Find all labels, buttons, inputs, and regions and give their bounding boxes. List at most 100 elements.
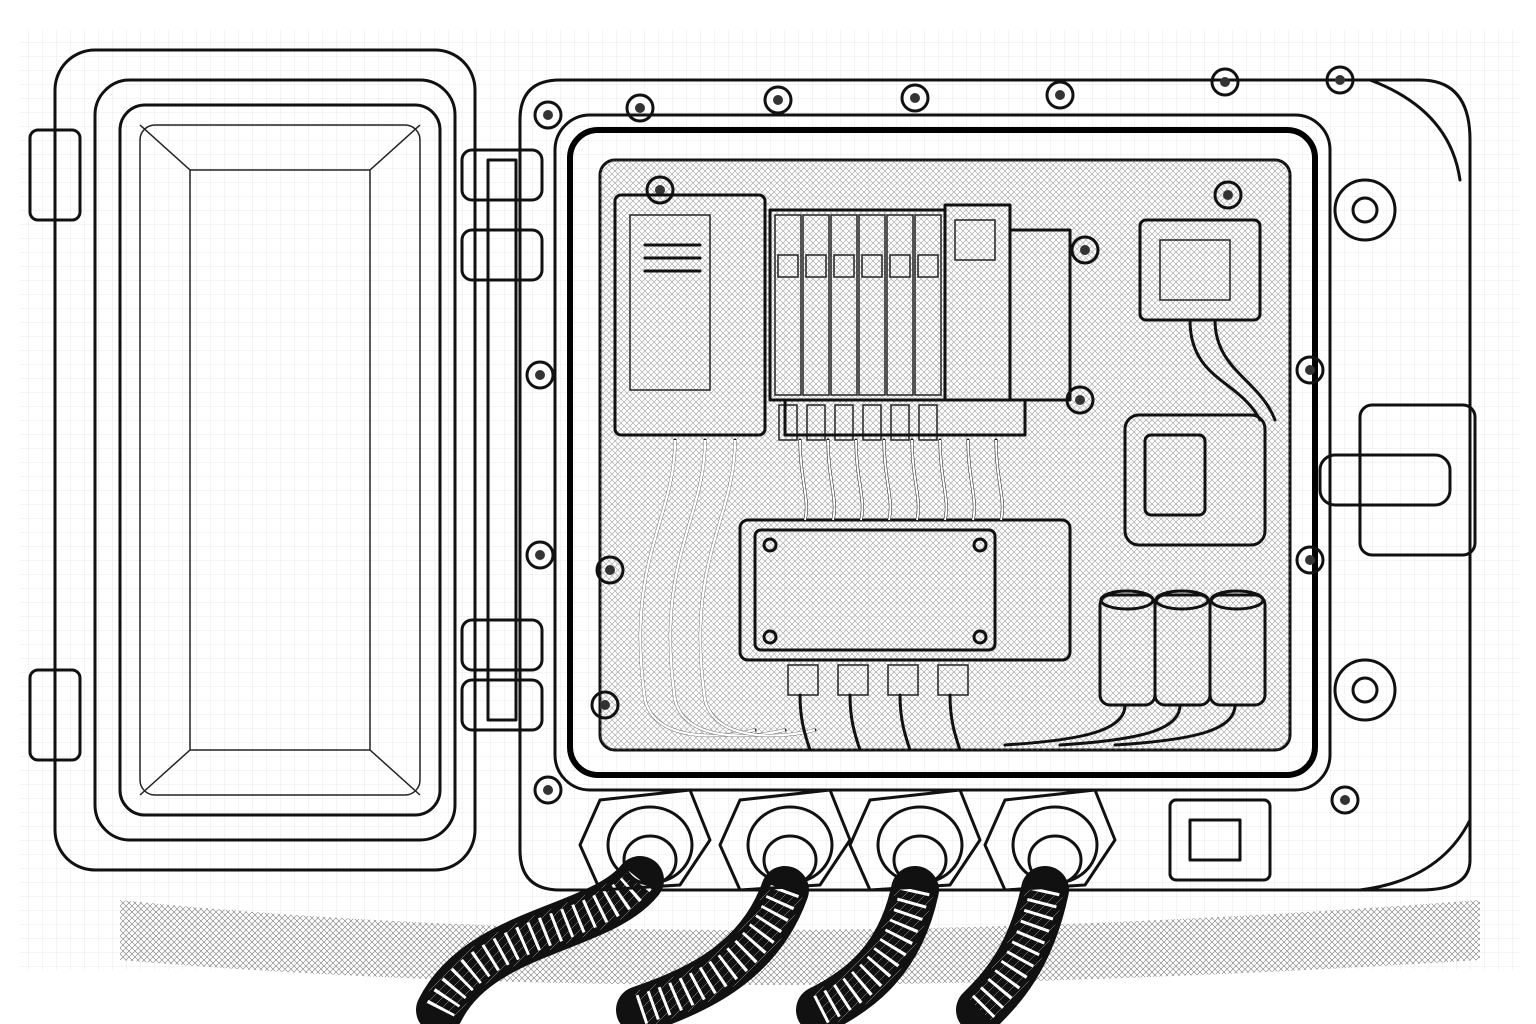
bolt-icon xyxy=(625,93,655,123)
io-module xyxy=(886,214,914,396)
bolt-icon xyxy=(1045,80,1075,110)
gland-opening-icon xyxy=(622,834,678,886)
cable-ribs xyxy=(635,884,800,1024)
bolt-center-icon xyxy=(535,550,545,560)
bolt-icon xyxy=(1213,180,1243,210)
cable-ribs xyxy=(426,869,652,1018)
bolt-center-icon xyxy=(1335,75,1345,85)
bolt-icon xyxy=(595,555,625,585)
terminal-icon xyxy=(834,404,854,441)
bolt-center-icon xyxy=(773,95,783,105)
module-vent-icon xyxy=(833,254,855,278)
external-cable-fill xyxy=(811,885,934,1024)
switch-unit xyxy=(1123,413,1267,547)
mounting-brackets xyxy=(1318,178,1477,722)
bolt-icon xyxy=(525,540,555,570)
io-module xyxy=(774,214,802,396)
bolt-center-icon xyxy=(600,700,610,710)
junction-box xyxy=(738,518,1072,662)
capacitor-group xyxy=(1098,589,1267,707)
terminal-icon xyxy=(862,404,882,441)
wire xyxy=(898,693,912,752)
bolt-center-icon xyxy=(635,103,645,113)
terminal-icon xyxy=(918,404,938,441)
relay-upper-right xyxy=(1138,218,1262,322)
wire xyxy=(1213,318,1277,422)
bolt-center-icon xyxy=(535,370,545,380)
wire-highlight xyxy=(855,439,864,521)
terminal-icon xyxy=(778,404,798,441)
terminal-icon xyxy=(806,404,826,441)
terminal-icon xyxy=(887,664,919,696)
wire xyxy=(1188,318,1262,422)
capacitor-icon xyxy=(1208,593,1267,707)
bolt-center-icon xyxy=(1055,90,1065,100)
hinge-top-icon xyxy=(28,128,82,222)
gland-nut-icon xyxy=(718,788,852,892)
module-vent-icon xyxy=(777,254,799,278)
bolt-group xyxy=(525,65,1360,815)
wire-highlight xyxy=(883,439,892,521)
wire xyxy=(1113,703,1237,747)
side-latch-icon xyxy=(1358,403,1477,557)
io-module xyxy=(830,214,858,396)
gland-opening-icon xyxy=(762,834,818,886)
bolt-icon xyxy=(533,775,563,805)
enclosure-door xyxy=(28,48,477,872)
bolt-center-icon xyxy=(1305,365,1315,375)
bolt-icon xyxy=(763,85,793,115)
gland-nut-icon xyxy=(848,788,982,892)
bolt-center-icon xyxy=(910,93,920,103)
bolt-center-icon xyxy=(543,785,553,795)
terminal-icon xyxy=(937,664,969,696)
bolt-icon xyxy=(1295,545,1325,575)
capacitor-top-icon xyxy=(1099,589,1155,611)
bolt-center-icon xyxy=(1305,555,1315,565)
plc-module-rack xyxy=(768,203,1072,441)
bolt-icon xyxy=(645,175,675,205)
bolt-icon xyxy=(1325,65,1355,95)
wire xyxy=(948,693,962,752)
wire-highlight xyxy=(911,439,920,521)
capacitor-top-icon xyxy=(1154,589,1210,611)
latch-rod xyxy=(460,148,544,732)
hinge-bottom-icon xyxy=(28,668,82,762)
bolt-center-icon xyxy=(1080,245,1090,255)
io-module xyxy=(802,214,830,396)
module-vent-icon xyxy=(805,254,827,278)
module-vent-icon xyxy=(861,254,883,278)
bolt-icon xyxy=(1295,355,1325,385)
bolt-icon xyxy=(1070,235,1100,265)
wire-highlight xyxy=(699,439,816,737)
wire-highlight xyxy=(967,439,976,521)
grounding-terminal xyxy=(1168,798,1272,882)
bolt-center-icon xyxy=(1223,190,1233,200)
enclosure-body xyxy=(518,78,1472,892)
wire-highlight xyxy=(639,439,756,737)
wire xyxy=(1003,703,1127,747)
module-vent-icon xyxy=(917,254,939,278)
gland-opening-icon xyxy=(1027,834,1083,886)
wire xyxy=(848,693,862,752)
gland-opening-icon xyxy=(892,834,948,886)
io-module xyxy=(914,214,942,396)
bolt-center-icon xyxy=(1220,77,1230,87)
power-supply xyxy=(613,193,767,437)
wire-highlight xyxy=(799,439,808,521)
bolt-center-icon xyxy=(1075,395,1085,405)
wire xyxy=(1058,703,1182,747)
cable-glands xyxy=(416,788,1117,1024)
gland-nut-icon xyxy=(578,788,712,892)
wire-highlight xyxy=(827,439,836,521)
bolt-center-icon xyxy=(543,110,553,120)
bolt-icon xyxy=(1330,785,1360,815)
internal-wiring xyxy=(638,318,1277,752)
wire-highlight xyxy=(995,439,1004,521)
gland-nut-icon xyxy=(983,788,1117,892)
bolt-icon xyxy=(525,360,555,390)
wire-highlight xyxy=(939,439,948,521)
cable-ribs xyxy=(969,886,1060,1021)
bolt-icon xyxy=(1210,67,1240,97)
module-vent-icon xyxy=(889,254,911,278)
